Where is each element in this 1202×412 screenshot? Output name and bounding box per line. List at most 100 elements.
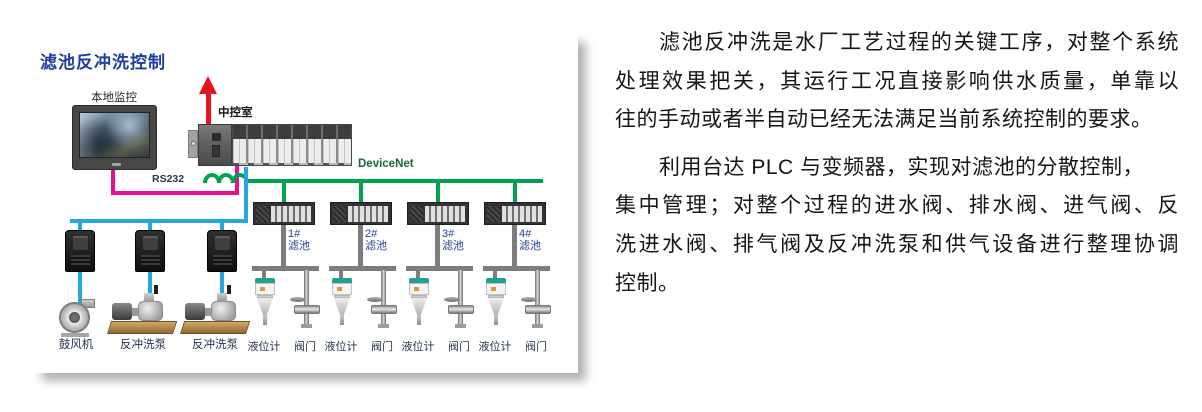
pump-label: 反冲洗泵: [192, 339, 238, 351]
sensor-tip: [263, 315, 267, 325]
level-sensor-icon: [330, 278, 354, 326]
valve-pipe: [381, 270, 386, 327]
valve-handle: [521, 297, 537, 302]
filter-no: 2#: [365, 228, 378, 240]
valve-label: 阀门: [448, 341, 470, 353]
remote-io-left: [256, 206, 269, 222]
blower-label: 鼓风机: [58, 339, 94, 351]
sensor-flange: [334, 295, 350, 298]
pipe-line: [262, 271, 266, 283]
blower-fan: [59, 302, 90, 333]
plc-mount-hole: [191, 141, 196, 146]
valve-label: 阀门: [525, 341, 547, 353]
devicenet-label: DeviceNet: [358, 158, 414, 170]
devicenet-drop-line: [436, 181, 440, 203]
pump-sensor: [227, 285, 231, 294]
sensor-window: [414, 287, 419, 291]
valve-pipe: [304, 270, 309, 327]
level-sensor-label: 液位计: [324, 341, 358, 353]
vfd-keypad: [143, 236, 158, 250]
pump-coupling: [132, 308, 139, 316]
description-line: 集中管理；对整个过程的进水阀、排水阀、进气阀、反: [615, 194, 1179, 218]
vfd-vents: [213, 255, 232, 267]
backwash-pump-icon: [180, 285, 252, 338]
filter-no: 3#: [442, 228, 455, 240]
sensor-tip: [417, 315, 421, 325]
local-monitor-label: 本地监控: [91, 92, 137, 104]
pump-body: [138, 301, 163, 321]
pipe-line: [493, 271, 497, 283]
description-line: 利用台达 PLC 与变频器，实现对滤池的分散控制，: [659, 155, 1145, 179]
pump-coupling: [205, 308, 212, 316]
vfd-vents: [71, 255, 90, 267]
sensor-head: [255, 283, 275, 295]
level-sensor-icon: [484, 278, 508, 326]
valve-flange: [301, 324, 312, 328]
drive-drop-line: [78, 221, 82, 231]
sensor-window: [260, 287, 265, 291]
drive-bus-line: [244, 167, 248, 223]
vfd-drive: [135, 230, 165, 272]
description-line: 往的手动或者半自动已经无法满足当前系统控制的要求。: [615, 108, 1153, 132]
pump-body: [211, 301, 236, 321]
plc-module-caps: [233, 125, 351, 139]
devicenet-drop-line: [282, 181, 286, 203]
hmi-brand-mark: [112, 163, 121, 166]
description-line: 滤池反冲洗是水厂工艺过程的关键工序，对整个系统: [659, 31, 1179, 54]
remote-io-slots: [271, 206, 311, 222]
level-sensor-icon: [407, 278, 431, 326]
plc-port-icon: [212, 145, 220, 157]
remote-io-slots: [425, 206, 465, 222]
diagram-card: 滤池反冲洗控制 RS232 DeviceNet 本地监控 中控室: [28, 28, 578, 373]
remote-io-left: [333, 206, 346, 222]
rs232-line: [111, 170, 115, 195]
drive-drop-line: [148, 271, 152, 301]
pipe-line: [339, 271, 343, 283]
devicenet-drop-line: [513, 181, 517, 203]
level-sensor-label: 液位计: [401, 341, 435, 353]
sensor-cap: [409, 278, 429, 283]
sensor-cap: [332, 278, 352, 283]
filter-name: 滤池: [288, 240, 310, 252]
valve-body-icon: [371, 305, 397, 314]
valve-handle: [444, 297, 460, 302]
blower-hub: [69, 312, 80, 323]
pump-skid: [180, 321, 251, 334]
sensor-cone: [488, 298, 504, 315]
plc-module-feet: [233, 163, 351, 165]
valve-body-icon: [525, 305, 551, 314]
remote-io-slots: [502, 206, 542, 222]
pump-skid: [107, 321, 178, 334]
filter-label: 3#滤池: [442, 228, 464, 252]
control-room-label: 中控室: [218, 107, 253, 119]
description-line: 控制。: [615, 271, 680, 295]
pipe-line: [281, 225, 286, 266]
pump-port: [144, 293, 154, 302]
pipe-line: [483, 266, 550, 271]
drive-drop-line: [220, 271, 224, 301]
valve-flange: [532, 324, 543, 328]
filter-label: 4#滤池: [519, 228, 541, 252]
valve-flange: [455, 324, 466, 328]
filter-no: 4#: [519, 228, 532, 240]
sensor-cone: [334, 298, 350, 315]
blower-icon: [56, 298, 96, 338]
sensor-cone: [257, 298, 273, 315]
pipe-line: [252, 266, 319, 271]
pump-port: [217, 293, 227, 302]
filter-label: 1#滤池: [288, 228, 310, 252]
valve-body-icon: [448, 305, 474, 314]
sensor-flange: [488, 295, 504, 298]
pipe-line: [329, 266, 396, 271]
vfd-vents: [141, 255, 160, 267]
filter-unit-2: 2#滤池 液位计 阀门: [325, 202, 397, 354]
sensor-head: [332, 283, 352, 295]
sensor-flange: [257, 295, 273, 298]
filter-no: 1#: [288, 228, 301, 240]
drive-drop-line: [78, 271, 82, 303]
remote-io-left: [410, 206, 423, 222]
sensor-head: [409, 283, 429, 295]
diagram-title: 滤池反冲洗控制: [40, 53, 166, 72]
valve-pipe: [535, 270, 540, 327]
filter-name: 滤池: [365, 240, 387, 252]
